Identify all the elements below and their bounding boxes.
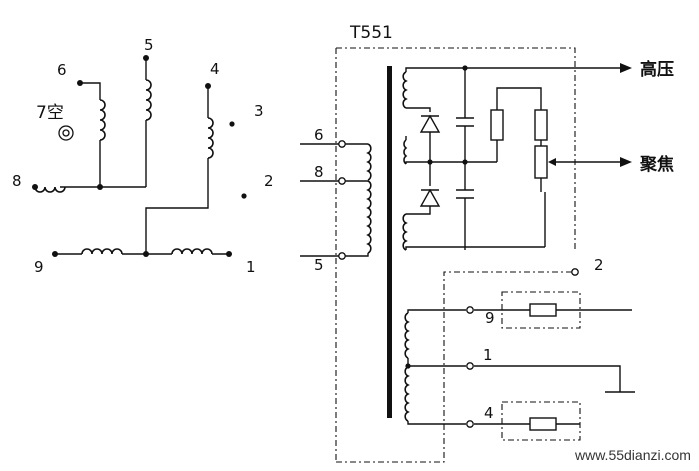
resistor-pin-9 (529, 303, 557, 317)
dashed-box-upper (501, 291, 581, 329)
diode-lower (419, 188, 441, 207)
junction-bottom (143, 251, 149, 257)
resistor-r2 (534, 109, 548, 141)
junction-6 (97, 184, 103, 190)
resistor-r1 (490, 109, 504, 141)
transformer-core (387, 66, 392, 418)
coil-8 (34, 186, 66, 193)
lv-coil-1 (404, 312, 410, 359)
label-focus: 聚焦 (639, 154, 674, 175)
watermark: www.55dianzi.com (574, 447, 691, 463)
pin-1-dot (226, 251, 232, 257)
t551-schematic: T551 6 8 5 高压 (300, 23, 674, 463)
pin-4-hole (466, 420, 474, 428)
left-winding-diagram: 6 5 4 7空 3 8 2 9 1 (12, 36, 274, 276)
coil-9 (81, 248, 123, 255)
label-right-pin-2: 2 (594, 256, 604, 274)
label-pin-5: 5 (144, 36, 154, 54)
primary-coil-a (366, 143, 372, 181)
transformer-label: T551 (349, 23, 393, 43)
resistor-pin-4 (529, 417, 557, 431)
label-right-pin-4: 4 (484, 404, 494, 422)
label-pin-7: 7空 (36, 103, 64, 123)
hv-arrow (620, 63, 632, 73)
capacitor-lower (456, 189, 474, 199)
hv-coil-2 (403, 139, 408, 165)
pin-1-hole (466, 362, 474, 370)
label-pin-2: 2 (264, 172, 274, 190)
capacitor-upper (456, 117, 474, 127)
dashed-box-lower (501, 401, 581, 441)
label-primary-8: 8 (314, 163, 324, 181)
hv-output-line (405, 67, 620, 72)
label-primary-6: 6 (314, 126, 324, 144)
primary-pin-6 (338, 140, 346, 148)
coil-5 (145, 79, 152, 121)
label-high-voltage: 高压 (640, 59, 674, 80)
focus-arrow (620, 157, 632, 167)
wire-pin-6 (80, 82, 101, 100)
pin-2-dot (241, 193, 247, 199)
label-right-pin-9: 9 (485, 309, 495, 327)
label-pin-6: 6 (57, 61, 67, 79)
enclosure-top (336, 47, 576, 250)
focus-potentiometer (534, 145, 548, 179)
primary-pin-8 (338, 177, 346, 185)
coil-6 (99, 99, 106, 141)
enclosure-bottom (336, 271, 575, 463)
label-pin-1: 1 (246, 258, 256, 276)
label-primary-5: 5 (314, 256, 324, 274)
label-pin-8: 8 (12, 172, 22, 190)
pin-3-dot (229, 121, 235, 127)
hv-return-line (405, 246, 545, 250)
pin-2-hole (571, 268, 579, 276)
lv-coil-2 (404, 366, 410, 422)
hv-coil-3 (402, 213, 408, 251)
label-pin-3: 3 (254, 102, 264, 120)
label-pin-4: 4 (210, 60, 220, 78)
primary-coil-b (366, 180, 372, 254)
coil-1 (171, 248, 213, 255)
label-right-pin-1: 1 (483, 346, 493, 364)
label-pin-9: 9 (34, 258, 44, 276)
coil-4 (207, 117, 214, 159)
pin-9-hole (466, 306, 474, 314)
primary-pin-5 (338, 252, 346, 260)
diode-upper (419, 114, 441, 133)
hv-coil-1 (402, 71, 408, 109)
